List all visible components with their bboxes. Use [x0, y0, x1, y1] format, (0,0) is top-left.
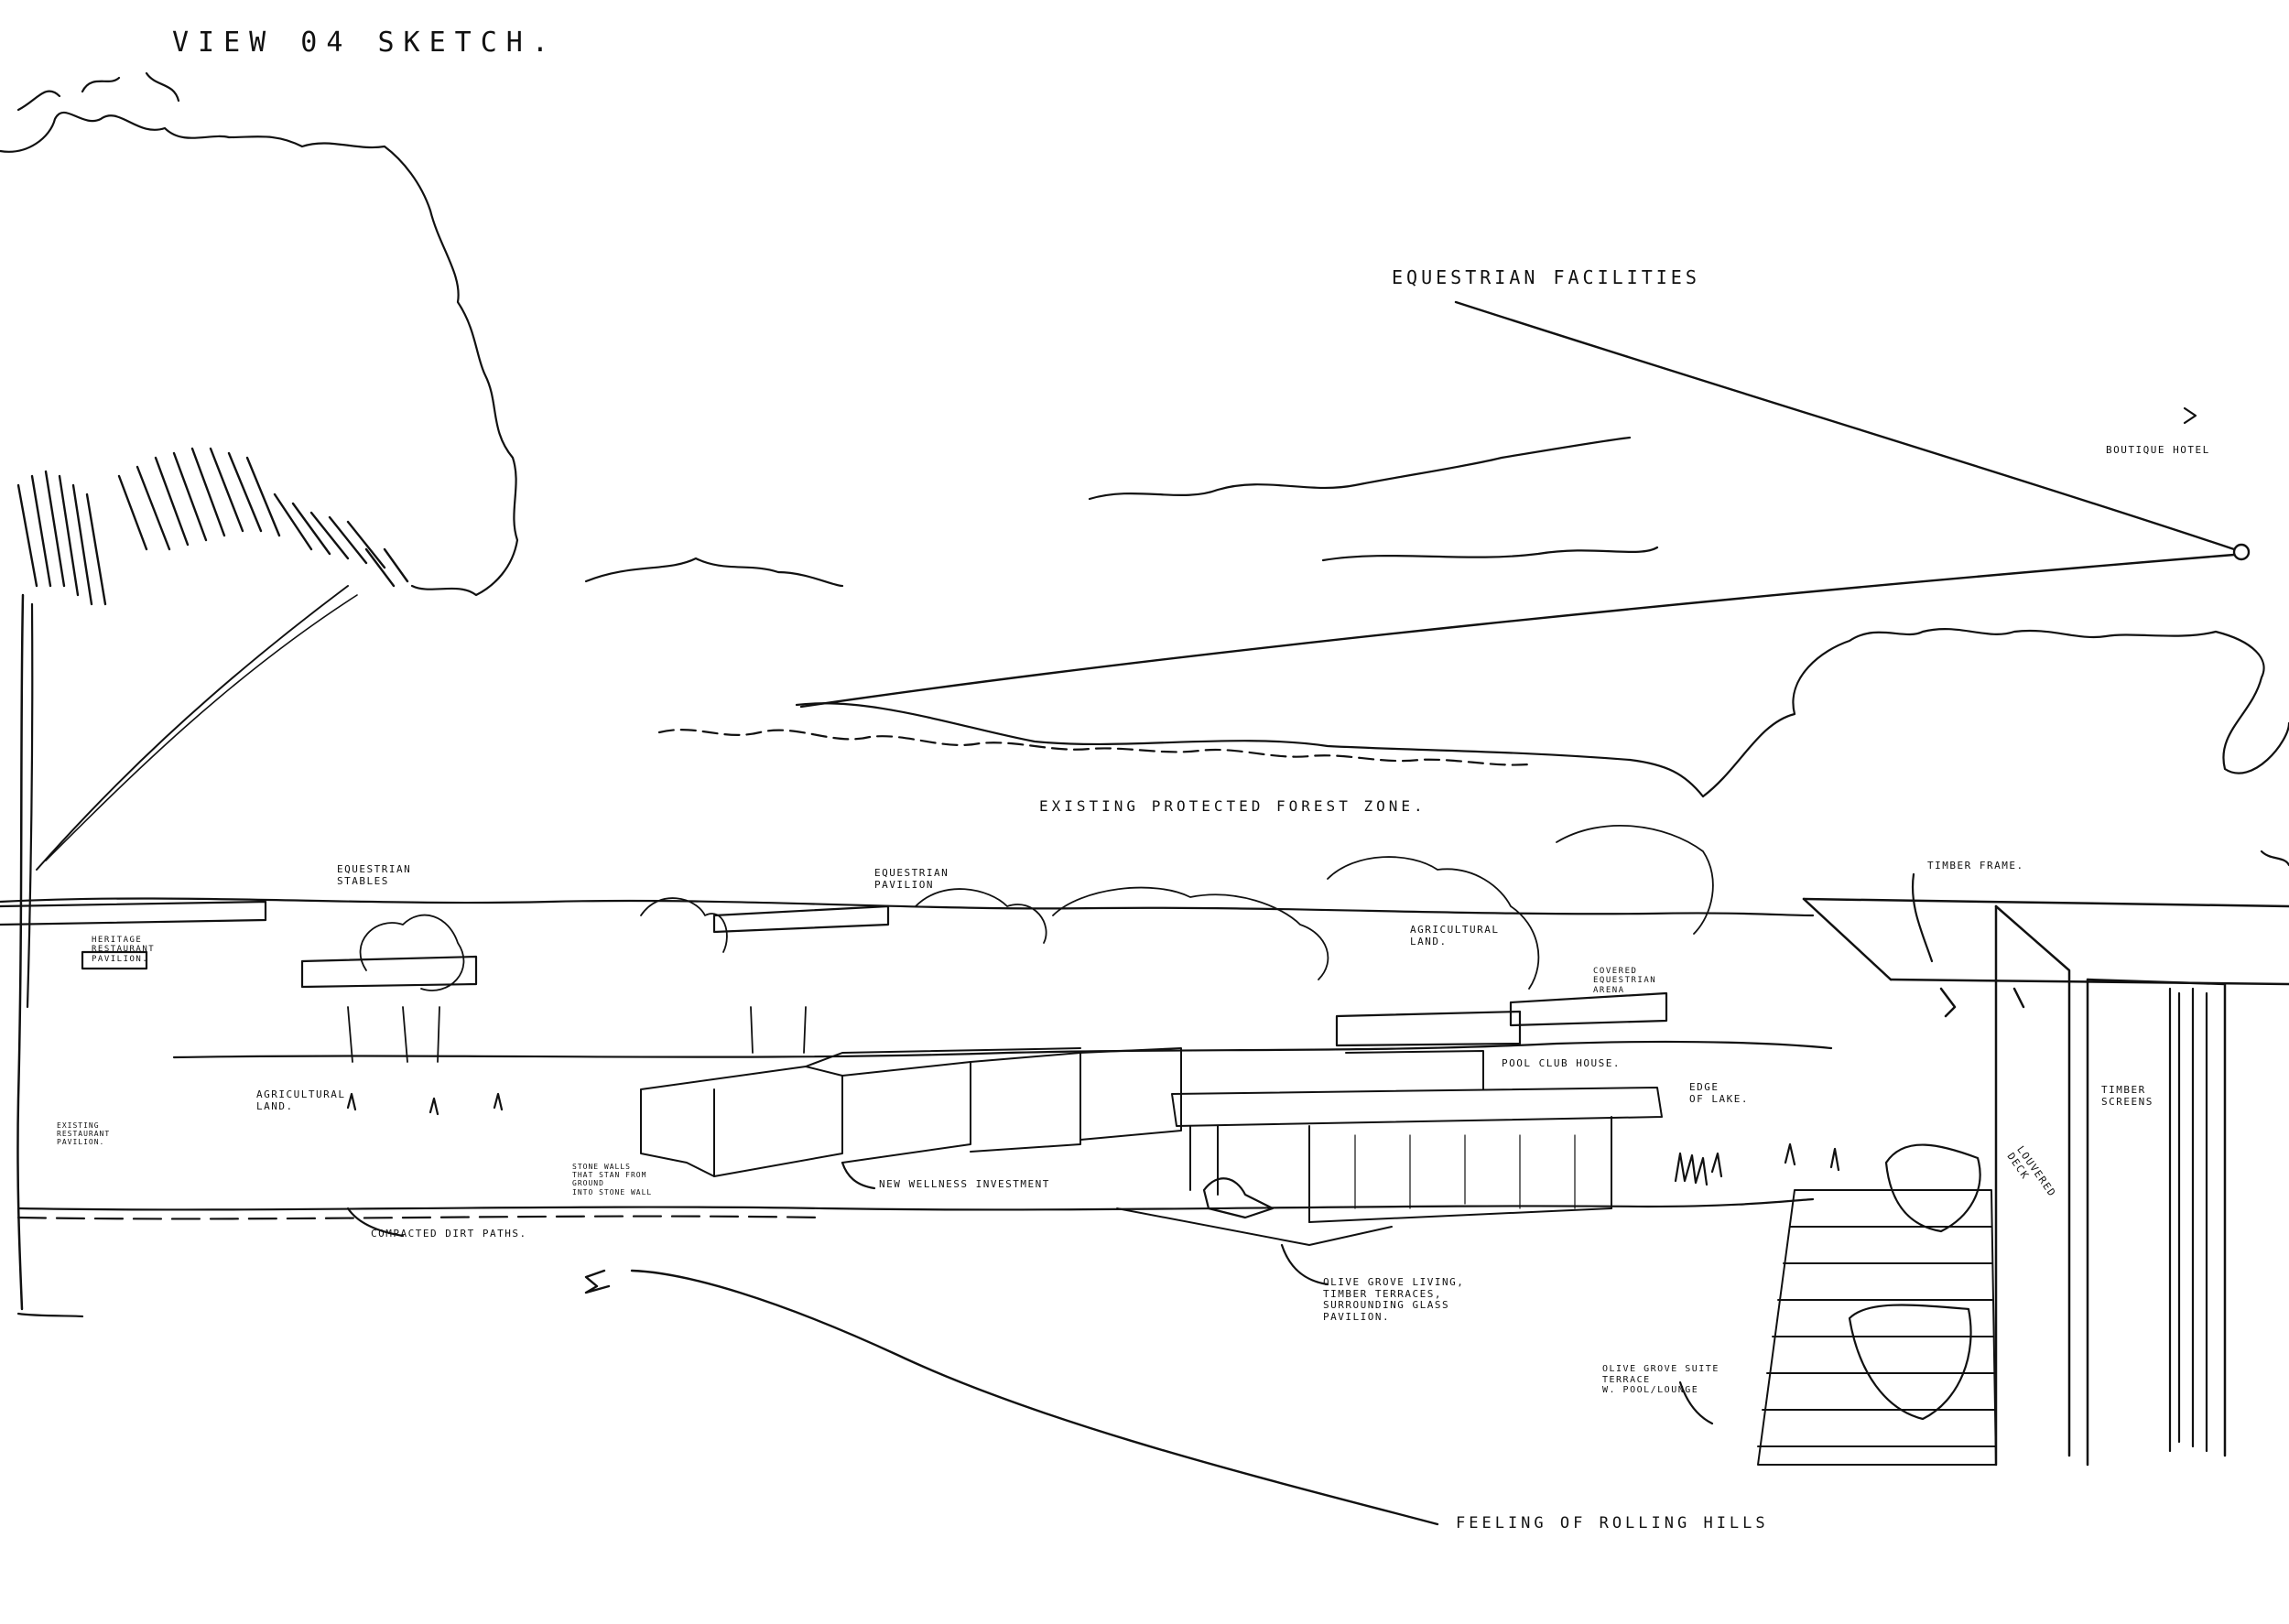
label-covered-equestrian-arena: COVERED EQUESTRIAN ARENA — [1593, 967, 1657, 995]
ground-line-3 — [16, 1215, 826, 1220]
label-boutique-hotel: BOUTIQUE HOTEL — [2106, 444, 2210, 456]
label-edge-of-lake: EDGE OF LAKE. — [1689, 1081, 1749, 1105]
label-equestrian-facilities: EQUESTRIAN FACILITIES — [1392, 266, 1700, 288]
label-stone-walls: STONE WALLS THAT STAN FROM GROUND INTO S… — [572, 1163, 653, 1196]
distant-building-restaurant — [81, 950, 148, 970]
right-tree-canopy — [1701, 628, 2289, 798]
sketch-title: VIEW 04 SKETCH. — [172, 27, 558, 59]
sightline-upper — [1454, 300, 2236, 551]
rolling-hills-arrowhead — [584, 1269, 611, 1294]
label-compacted-dirt: COMPACTED DIRT PATHS. — [371, 1228, 527, 1240]
label-timber-screens: TIMBER SCREENS — [2101, 1084, 2153, 1108]
label-olive-grove-living: OLIVE GROVE LIVING, TIMBER TERRACES, SUR… — [1323, 1276, 1465, 1323]
leader-compacted — [346, 1207, 405, 1238]
pool-club-house — [1335, 1010, 1522, 1047]
sightline-lower — [799, 553, 2236, 709]
forest-band-scribble — [657, 729, 1531, 766]
label-equestrian-pavilion: EQUESTRIAN PAVILION — [874, 867, 949, 891]
right-tree-canopy-2 — [2260, 850, 2289, 867]
leader-olive — [1280, 1243, 1329, 1286]
boutique-hotel-arrow — [2183, 406, 2197, 425]
label-existing-restaurant: EXISTING RESTAURANT PAVILION. — [57, 1121, 111, 1147]
label-agricultural-land-mid: AGRICULTURAL LAND. — [1410, 924, 1500, 947]
leader-wellness — [841, 1161, 876, 1190]
label-existing-forest: EXISTING PROTECTED FOREST ZONE. — [1039, 797, 1427, 815]
leader-timber-frame — [1912, 872, 1934, 963]
lounge-chair-2 — [1848, 1304, 1972, 1421]
timber-frame-structure — [1802, 897, 2289, 1467]
terrace-deck — [1757, 1189, 1997, 1466]
boutique-hotel-marker — [2232, 543, 2251, 561]
leader-suite — [1678, 1380, 1714, 1425]
distant-building-left — [0, 900, 267, 926]
rolling-hills-arrow — [630, 1269, 1439, 1526]
cloud-2 — [1088, 436, 1632, 501]
olive-grove-pavilion — [1116, 1050, 1663, 1246]
tree-trunk — [16, 593, 25, 1311]
wellness-buildings — [640, 1047, 1182, 1177]
tree-hatching — [16, 447, 409, 606]
chair-small — [1202, 1177, 1275, 1219]
label-agricultural-land-left: AGRICULTURAL LAND. — [256, 1088, 346, 1112]
label-heritage-restaurant: HERITAGE RESTAURANT PAVILION. — [92, 936, 156, 964]
tree-canopy-outline — [0, 111, 519, 597]
horizon-line — [0, 897, 1815, 917]
tree-branch — [36, 585, 349, 871]
forest-band-top — [795, 702, 1705, 798]
label-equestrian-stables: EQUESTRIAN STABLES — [337, 863, 412, 887]
midground-trees — [347, 824, 1714, 1063]
grass-tufts — [346, 1092, 1840, 1186]
label-timber-frame: TIMBER FRAME. — [1927, 860, 2024, 872]
label-pool-club-house: POOL CLUB HOUSE. — [1502, 1057, 1621, 1069]
cloud-3 — [1321, 546, 1659, 562]
ground-line-2 — [16, 1197, 1815, 1211]
label-rolling-hills: FEELING OF ROLLING HILLS — [1456, 1514, 1769, 1532]
label-olive-grove-suite: OLIVE GROVE SUITE TERRACE W. POOL/LOUNGE — [1602, 1364, 1719, 1395]
tree-trunk-2 — [26, 602, 34, 1009]
cloud-1 — [584, 557, 844, 588]
tree-branch-2 — [45, 594, 358, 861]
distant-building-pavilion — [712, 904, 890, 934]
lounge-chair-1 — [1884, 1143, 1981, 1233]
distant-building-arena — [1509, 991, 1668, 1027]
ground-line-4 — [16, 1312, 84, 1318]
distant-building-stables — [300, 955, 478, 989]
label-new-wellness: NEW WELLNESS INVESTMENT — [879, 1178, 1050, 1190]
tree-canopy-inner — [16, 71, 180, 112]
